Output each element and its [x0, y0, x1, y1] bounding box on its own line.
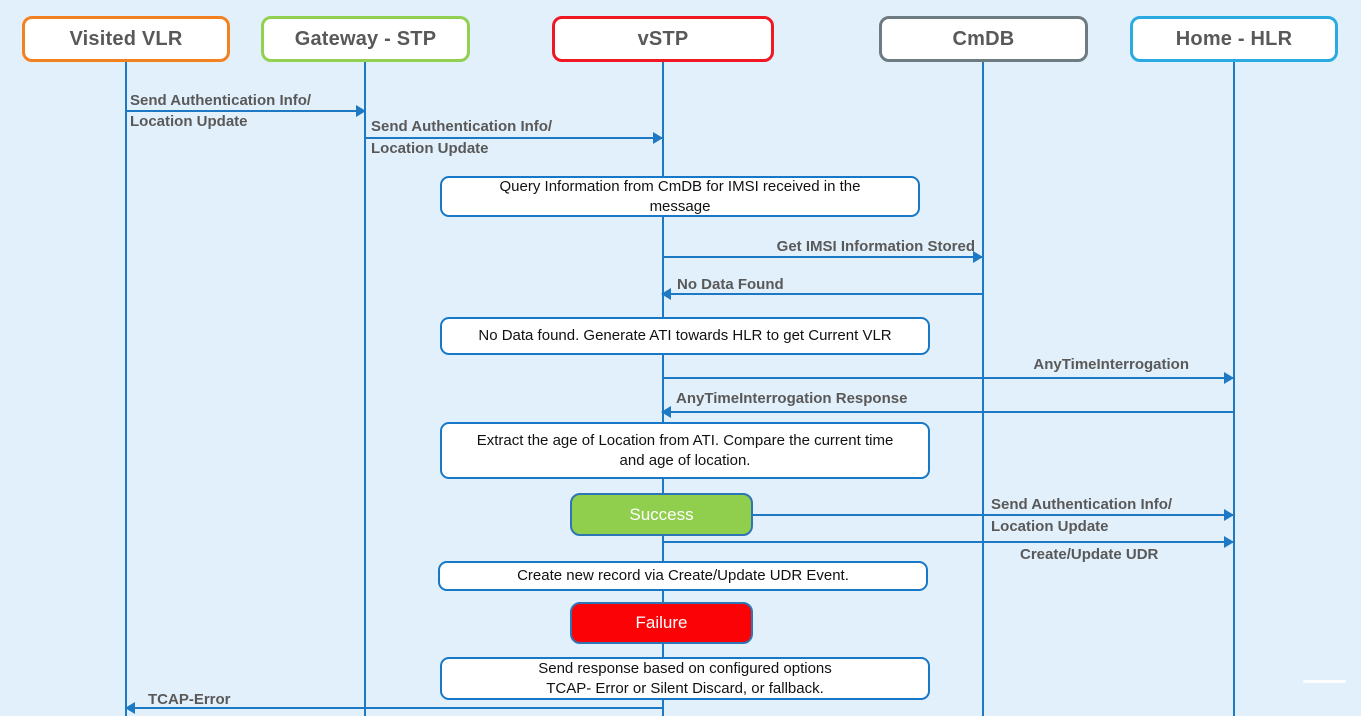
actor-home-hlr: Home - HLR — [1130, 16, 1338, 62]
actor-cmdb-label: CmDB — [952, 27, 1015, 50]
arrow-tcap-error — [125, 702, 662, 714]
message-label: AnyTimeInterrogation — [1033, 356, 1189, 373]
failure-badge: Failure — [570, 602, 753, 644]
note-line: TCAP- Error or Silent Discard, or fallba… — [546, 679, 824, 697]
failure-badge-label: Failure — [635, 613, 688, 632]
note-create-new-record: Create new record via Create/Update UDR … — [438, 561, 928, 591]
success-badge-label: Success — [629, 504, 694, 524]
actor-vstp-label: vSTP — [637, 27, 689, 50]
message-label: AnyTimeInterrogation Response — [676, 390, 908, 407]
note-line: and age of location. — [619, 451, 751, 469]
note-send-response-options: Send response based on configured option… — [440, 657, 930, 700]
arrow-anytimeinterrogation-response — [661, 406, 1233, 418]
message-label: Location Update — [371, 140, 489, 157]
note-line: Create new record via Create/Update UDR … — [517, 567, 849, 584]
lifeline-home-hlr — [1233, 62, 1235, 716]
message-label: Location Update — [130, 113, 248, 130]
message-label: No Data Found — [677, 276, 784, 293]
note-line: Extract the age of Location from ATI. Co… — [476, 431, 894, 449]
lifeline-gateway-stp — [364, 62, 366, 716]
actor-gateway-stp-label: Gateway - STP — [294, 27, 437, 50]
lifeline-visited-vlr — [125, 62, 127, 716]
lifeline-cmdb — [982, 62, 984, 716]
arrow-create-update-udr — [662, 536, 1234, 548]
lifeline-vstp — [662, 62, 664, 716]
arrow-send-auth-gw-to-vstp — [365, 132, 663, 144]
note-line: No Data found. Generate ATI towards HLR … — [478, 327, 892, 344]
artifact-line — [1303, 680, 1346, 683]
note-no-data-generate-ati: No Data found. Generate ATI towards HLR … — [440, 317, 930, 355]
note-line: Send response based on configured option… — [538, 659, 832, 677]
message-label: Send Authentication Info/ — [991, 496, 1173, 513]
message-label: Location Update — [991, 518, 1109, 535]
arrow-get-imsi — [662, 251, 983, 263]
note-line: Query Information from CmDB for IMSI rec… — [499, 177, 861, 195]
arrow-send-auth-vlr-to-gw — [126, 105, 366, 117]
message-label: Create/Update UDR — [1020, 546, 1159, 563]
success-badge: Success — [570, 493, 753, 536]
arrow-anytimeinterrogation — [662, 372, 1234, 384]
actor-cmdb: CmDB — [879, 16, 1088, 62]
actor-visited-vlr-label: Visited VLR — [69, 27, 183, 50]
note-query-cmdb: Query Information from CmDB for IMSI rec… — [440, 176, 920, 217]
actor-visited-vlr: Visited VLR — [22, 16, 230, 62]
note-line: message — [649, 197, 711, 215]
message-label: Get IMSI Information Stored — [776, 238, 975, 255]
arrow-send-auth-vstp-to-hlr — [753, 509, 1234, 521]
message-label: TCAP-Error — [148, 691, 231, 708]
actor-vstp: vSTP — [552, 16, 774, 62]
message-label: Send Authentication Info/ — [371, 118, 553, 135]
actor-home-hlr-label: Home - HLR — [1175, 27, 1293, 50]
message-label: Send Authentication Info/ — [130, 92, 312, 109]
arrow-no-data-found — [661, 288, 982, 300]
note-extract-age-of-location: Extract the age of Location from ATI. Co… — [440, 422, 930, 479]
actor-gateway-stp: Gateway - STP — [261, 16, 470, 62]
